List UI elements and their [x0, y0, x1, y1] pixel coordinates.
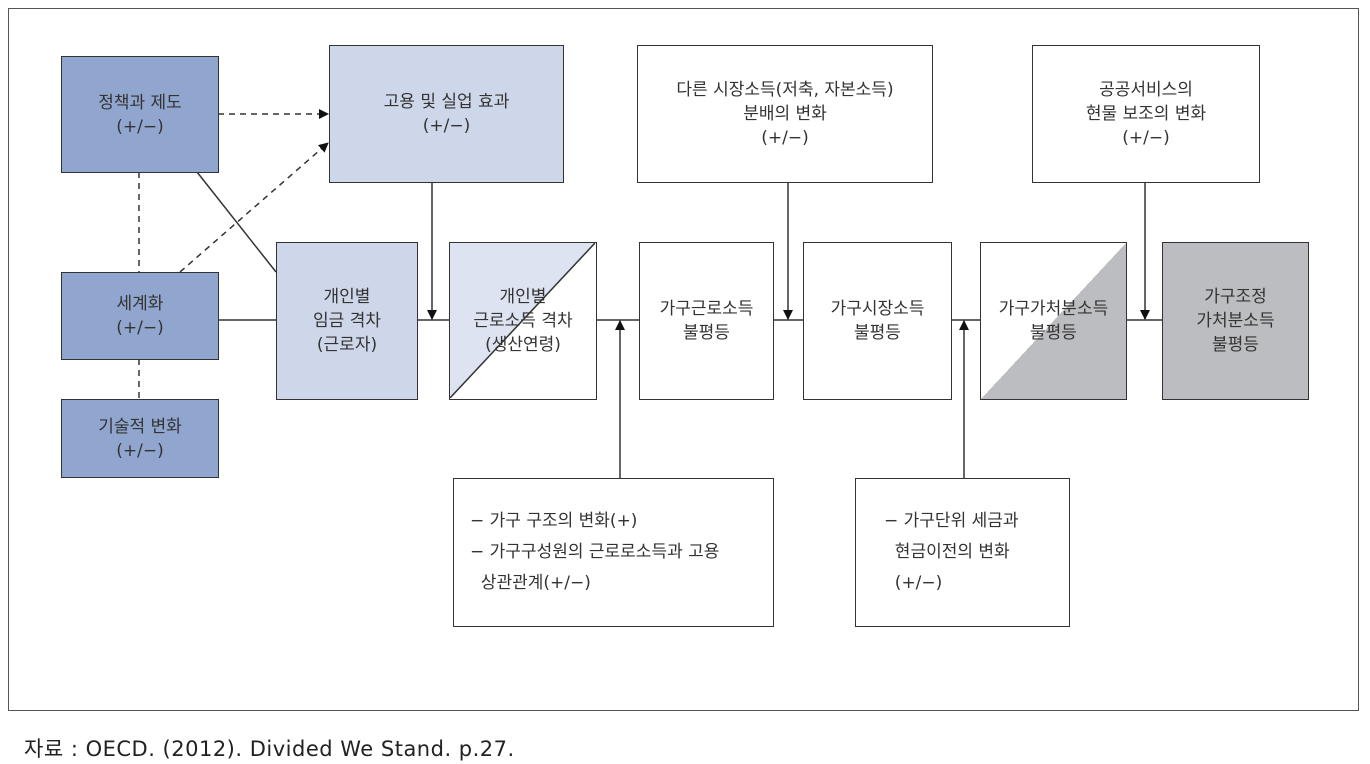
box-public-services: 공공서비스의 현물 보조의 변화 (+/−): [1032, 45, 1260, 183]
box-sign: (+/−): [422, 116, 471, 136]
box-sign: (+/−): [1122, 128, 1170, 148]
box-label: 가구근로소득: [659, 299, 754, 319]
box-label: 가구시장소득: [830, 299, 925, 319]
box-household-disposable: 가구가처분소득 불평등: [980, 242, 1127, 400]
box-label: 공공서비스의: [1099, 80, 1193, 100]
list-item: 상관관계(+/−): [470, 573, 591, 593]
box-wage-gap: 개인별 임금 격차 (근로자): [276, 242, 418, 400]
box-sign: (+/−): [116, 440, 164, 461]
box-label: 다른 시장소득(저축, 자본소득): [676, 80, 894, 100]
box-label: 고용 및 실업 효과: [383, 92, 510, 112]
box-label: 가구가처분소득: [998, 299, 1109, 319]
box-policy: 정책과 제도 (+/−): [61, 56, 219, 173]
list-item: − 가구단위 세금과: [884, 511, 1019, 531]
list-item: (+/−): [884, 573, 943, 593]
diagram-frame: [8, 8, 1359, 711]
box-label: 불평등: [854, 323, 901, 343]
box-other-market-income: 다른 시장소득(저축, 자본소득) 분배의 변화 (+/−): [637, 45, 933, 183]
list-item: 현금이전의 변화: [884, 542, 1010, 562]
box-globalization: 세계화 (+/−): [61, 272, 219, 360]
box-label: 개인별: [499, 287, 547, 307]
line-policy-wage-gap: [196, 171, 277, 273]
box-sign: (+/−): [761, 128, 809, 148]
box-label: 가처분소득: [1196, 311, 1275, 331]
box-technology: 기술적 변화 (+/−): [61, 399, 219, 478]
box-label: 현물 보조의 변화: [1085, 104, 1207, 124]
box-label: 기술적 변화: [98, 416, 182, 437]
list-item: − 가구 구조의 변화(+): [470, 511, 638, 531]
box-label: 불평등: [683, 323, 730, 343]
box-label: (근로자): [316, 335, 378, 355]
box-label: 임금 격차: [313, 311, 381, 331]
source-caption: 자료 : OECD. (2012). Divided We Stand. p.2…: [24, 737, 515, 761]
list-item: − 가구구성원의 근로로소득과 고용: [470, 542, 720, 562]
box-employment: 고용 및 실업 효과 (+/−): [329, 45, 564, 183]
box-label: 개인별: [323, 287, 371, 307]
box-sign: (+/−): [116, 116, 164, 137]
box-sign: (+/−): [116, 318, 164, 338]
box-household-market: 가구시장소득 불평등: [803, 242, 952, 400]
box-label: 정책과 제도: [98, 92, 182, 113]
box-household-adjusted: 가구조정 가처분소득 불평등: [1162, 242, 1309, 400]
diagonal-divider: [450, 243, 595, 398]
box-label: 세계화: [116, 294, 164, 314]
box-tax-transfer: − 가구단위 세금과 현금이전의 변화 (+/−): [855, 478, 1070, 627]
box-household-structure: − 가구 구조의 변화(+) − 가구구성원의 근로로소득과 고용 상관관계(+…: [453, 478, 774, 627]
box-label: 가구조정: [1204, 287, 1267, 307]
box-label: 불평등: [1030, 323, 1077, 343]
box-household-earnings: 가구근로소득 불평등: [639, 242, 774, 400]
box-label: 분배의 변화: [743, 104, 827, 124]
box-earnings-gap: 개인별 근로소득 격차 (생산연령): [449, 242, 597, 400]
box-label: 불평등: [1212, 335, 1259, 355]
